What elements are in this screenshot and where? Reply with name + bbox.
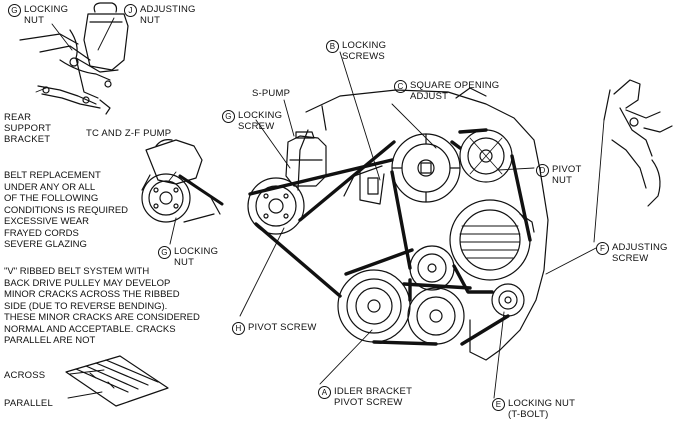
leader-lines: [35, 17, 605, 399]
adjusting-screw-detail: [603, 79, 673, 207]
callout-text: LOCKING NUT: [174, 246, 219, 268]
callout-text: PIVOT NUT: [552, 164, 582, 186]
callout-text: LOCKING SCREW: [238, 110, 283, 132]
callout-text: LOCKING NUT (T-BOLT): [508, 398, 576, 420]
callout-tc-zf-pump: TC AND Z-F PUMP: [86, 128, 172, 139]
callout-letter: C: [394, 80, 407, 93]
callout-text: ADJUSTING SCREW: [612, 242, 668, 264]
callout-letter: H: [232, 322, 245, 335]
serpentine-belt: [248, 128, 532, 346]
callout-letter: D: [536, 164, 549, 177]
callout-letter: G: [222, 110, 235, 123]
callout-text: SQUARE OPENING ADJUST: [410, 80, 500, 102]
callout-text: LOCKING SCREWS: [342, 40, 387, 62]
label-parallel: PARALLEL: [4, 398, 53, 409]
tensioner-pulley: [391, 133, 461, 203]
upper-right-pulley: [459, 129, 513, 183]
power-steering-pulley: [247, 177, 305, 235]
belt-sample: [65, 355, 169, 407]
callout-text: IDLER BRACKET PIVOT SCREW: [334, 386, 413, 408]
callout-letter: G: [8, 4, 21, 17]
v-ribbed-note: "V" RIBBED BELT SYSTEM WITH BACK DRIVE P…: [4, 266, 200, 346]
lower-idler-pulley: [491, 283, 525, 317]
callout-letter: E: [492, 398, 505, 411]
engine-block: [297, 87, 549, 361]
callout-letter: F: [596, 242, 609, 255]
callout-text: ADJUSTING NUT: [140, 4, 196, 26]
crankshaft-pulley: [337, 269, 411, 343]
alternator: [449, 199, 535, 281]
callout-letter: B: [326, 40, 339, 53]
belt-replacement-note: BELT REPLACEMENT UNDER ANY OR ALL OF THE…: [4, 170, 129, 250]
callout-letter: J: [124, 4, 137, 17]
callout-text: PIVOT SCREW: [248, 322, 317, 333]
water-pump-pulley: [407, 287, 465, 345]
callout-letter: A: [318, 386, 331, 399]
callout-s-pump: S-PUMP: [252, 88, 291, 99]
callout-text: LOCKING NUT: [24, 4, 69, 26]
tc-zf-pump: [141, 139, 224, 223]
callout-letter: G: [158, 246, 171, 259]
label-across: ACROSS: [4, 370, 46, 381]
callout-rear-support-bracket: REAR SUPPORT BRACKET: [4, 112, 52, 145]
